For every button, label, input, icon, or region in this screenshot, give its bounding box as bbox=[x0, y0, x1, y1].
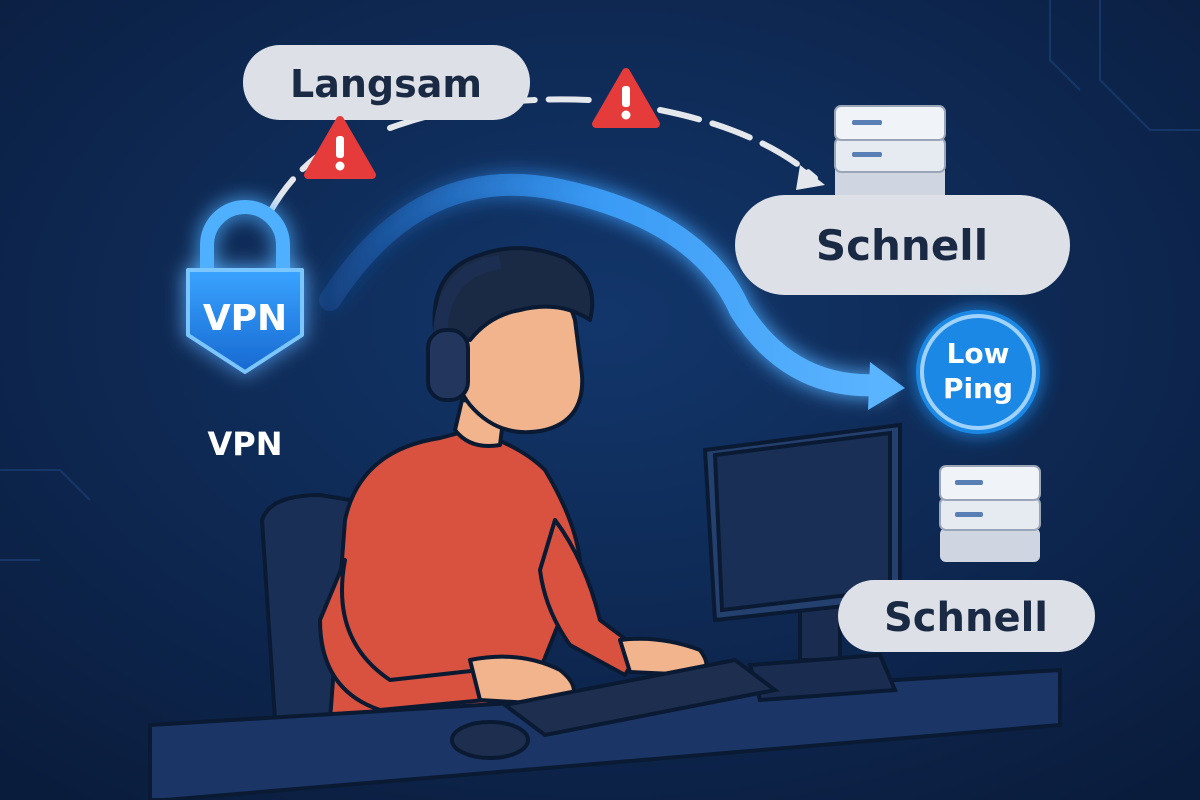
low-ping-line2: Ping bbox=[943, 372, 1013, 405]
slow-label: Langsam bbox=[290, 62, 482, 106]
server-icon bbox=[834, 105, 946, 200]
server-icon bbox=[939, 465, 1041, 562]
mouse[interactable] bbox=[450, 720, 530, 760]
fast-label-top: Schnell bbox=[816, 221, 988, 270]
slow-pill bbox=[243, 45, 530, 120]
arrowhead-icon bbox=[868, 362, 905, 410]
lock-icon bbox=[186, 200, 304, 374]
fast-pill-top bbox=[735, 195, 1070, 295]
keyboard[interactable] bbox=[500, 657, 780, 738]
circuit-lines bbox=[0, 0, 1200, 561]
low-ping-line1: Low bbox=[947, 337, 1010, 370]
warning-icon bbox=[304, 116, 376, 179]
arrowhead-icon bbox=[796, 165, 825, 190]
headphones-icon bbox=[426, 255, 502, 402]
fast-pill-bottom bbox=[838, 580, 1095, 652]
vpn-caption: VPN bbox=[208, 425, 283, 463]
fast-label-bottom: Schnell bbox=[884, 595, 1048, 641]
warning-icon bbox=[592, 68, 660, 128]
fast-route-arc bbox=[319, 173, 891, 397]
monitor bbox=[702, 422, 902, 703]
desk bbox=[148, 667, 1062, 800]
vpn-shield-text: VPN bbox=[203, 298, 287, 339]
low-ping-badge bbox=[916, 310, 1040, 434]
